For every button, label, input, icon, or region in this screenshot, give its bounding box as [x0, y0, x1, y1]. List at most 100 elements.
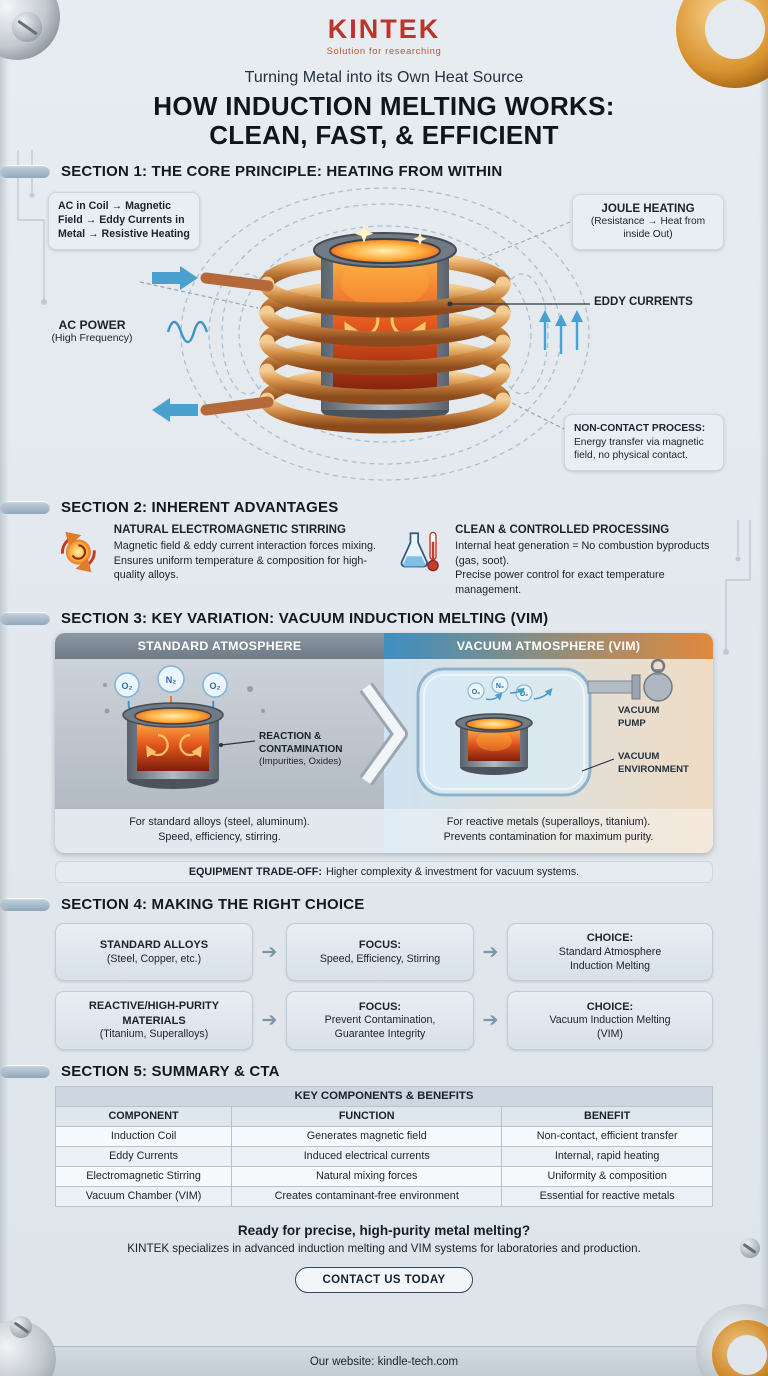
ac-power-sub: (High Frequency): [51, 332, 133, 345]
table-cell: Electromagnetic Stirring: [54, 1165, 233, 1187]
vacuum-pump-label: VACUUM PUMP: [618, 705, 660, 729]
material-sub: (Steel, Copper, etc.): [106, 952, 202, 965]
joule-heating-callout: JOULE HEATING (Resistance → Heat from in…: [572, 194, 724, 250]
table-cell: Induced electrical currents: [231, 1145, 503, 1167]
focus-label: FOCUS:: [358, 939, 402, 952]
choice-body: Standard Atmosphere Induction Melting: [558, 945, 662, 972]
focus-box: FOCUS: Speed, Efficiency, Stirring: [286, 923, 474, 982]
choice-body: Vacuum Induction Melting (VIM): [549, 1013, 671, 1040]
vacuum-pump: [643, 672, 673, 703]
joule-title: JOULE HEATING: [601, 202, 695, 216]
gas-label: O₂: [122, 681, 133, 691]
advantage-body: Magnetic field & eddy current interactio…: [113, 540, 377, 582]
page-title: HOW INDUCTION MELTING WORKS: CLEAN, FAST…: [0, 91, 768, 150]
material-box: STANDARD ALLOYS (Steel, Copper, etc.): [55, 923, 253, 982]
stirring-swirl-icon: [61, 532, 96, 573]
section3-header: SECTION 3: KEY VARIATION: VACUUM INDUCTI…: [0, 610, 718, 627]
process-flow-callout: AC in Coil → Magnetic Field → Eddy Curre…: [48, 192, 200, 251]
decision-row-reactive: REACTIVE/HIGH-PURITY MATERIALS (Titanium…: [55, 991, 713, 1050]
footer-bar: Our website: kindle-tech.com: [0, 1346, 768, 1376]
contamination-sub: (Impurities, Oxides): [259, 756, 342, 768]
advantage-item-stirring: NATURAL ELECTROMAGNETIC STIRRING Magneti…: [55, 524, 380, 597]
choice-box: CHOICE: Standard Atmosphere Induction Me…: [507, 923, 713, 982]
table-row: Vacuum Chamber (VIM) Creates contaminant…: [54, 1185, 713, 1207]
header-subtitle: Turning Metal into its Own Heat Source: [244, 69, 524, 86]
standard-crucible-illustration: O₂ N₂ O₂: [103, 665, 265, 790]
kintek-logo: KINTEK: [327, 14, 441, 44]
eddy-currents-label: EDDY CURRENTS: [594, 296, 693, 309]
standard-caption: For standard alloys (steel, aluminum). S…: [55, 809, 384, 854]
vacuum-atmosphere-panel: VACUUM ATMOSPHERE (VIM): [384, 633, 713, 854]
contact-us-button[interactable]: CONTACT US TODAY: [295, 1266, 473, 1293]
section-1: SECTION 1: THE CORE PRINCIPLE: HEATING F…: [0, 163, 768, 486]
non-contact-title: NON-CONTACT PROCESS:: [574, 423, 706, 435]
section-5: SECTION 5: SUMMARY & CTA KEY COMPONENTS …: [0, 1063, 768, 1293]
ac-power-title: AC POWER: [58, 318, 126, 333]
vacuum-panel-header: VACUUM ATMOSPHERE (VIM): [384, 633, 713, 660]
section-accent-pill: [0, 165, 50, 179]
induction-coil-illustration: [139, 187, 590, 481]
flow-arrow-icon: [253, 923, 286, 981]
sparkle: [413, 232, 427, 246]
flow-arrow-icon: [253, 991, 286, 1049]
table-cell: Non-contact, efficient transfer: [501, 1125, 713, 1147]
table-title: KEY COMPONENTS & BENEFITS: [55, 1085, 713, 1107]
material-sub: (Titanium, Superalloys): [99, 1027, 209, 1040]
table-cell: Uniformity & composition: [501, 1165, 713, 1187]
choice-label: CHOICE:: [586, 932, 634, 945]
material-title: STANDARD ALLOYS: [99, 939, 209, 952]
screw-icon: [10, 1316, 32, 1338]
tradeoff-body: Higher complexity & investment for vacuu…: [325, 866, 580, 879]
small-crucible: [122, 702, 224, 790]
flask-thermometer-icon: [400, 531, 439, 572]
gas-label: O₂: [210, 681, 221, 691]
standard-panel-body: O₂ N₂ O₂: [55, 659, 384, 810]
section4-heading: SECTION 4: MAKING THE RIGHT CHOICE: [61, 896, 365, 914]
components-benefits-table: KEY COMPONENTS & BENEFITS COMPONENT FUNC…: [54, 1085, 713, 1207]
section2-header: SECTION 2: INHERENT ADVANTAGES: [0, 499, 718, 516]
coil-leads: [200, 272, 274, 416]
table-cell: Vacuum Chamber (VIM): [54, 1185, 233, 1207]
induction-melting-diagram: AC in Coil → Magnetic Field → Eddy Curre…: [0, 186, 768, 486]
atmosphere-comparison: STANDARD ATMOSPHERE O₂ N₂ O₂: [55, 633, 713, 854]
advantage-item-clean: CLEAN & CONTROLLED PROCESSING Internal h…: [396, 524, 721, 597]
small-crucible: [455, 713, 533, 776]
table-cell: Generates magnetic field: [231, 1125, 503, 1147]
standard-atmosphere-panel: STANDARD ATMOSPHERE O₂ N₂ O₂: [55, 633, 384, 854]
advantage-title: CLEAN & CONTROLLED PROCESSING: [455, 524, 670, 537]
brand-tagline: Solution for researching: [326, 46, 442, 57]
website-link[interactable]: Our website: kindle-tech.com: [309, 1356, 459, 1368]
pump-wheel: [650, 659, 666, 674]
vacuum-panel-body: O₂ N₂ O₂ VACUUM PUMP VACUUM ENVIRONMENT: [384, 659, 713, 810]
non-contact-callout: NON-CONTACT PROCESS: Energy transfer via…: [564, 414, 724, 471]
vacuum-environment-label: VACUUM ENVIRONMENT: [618, 751, 689, 775]
current-in-arrow: [152, 266, 198, 291]
cta-title: Ready for precise, high-purity metal mel…: [237, 1222, 531, 1238]
focus-body: Speed, Efficiency, Stirring: [319, 952, 441, 965]
table-cell: Natural mixing forces: [231, 1165, 503, 1187]
decision-row-standard: STANDARD ALLOYS (Steel, Copper, etc.) FO…: [55, 923, 713, 982]
non-contact-body: Energy transfer via magnetic field, no p…: [574, 436, 704, 462]
page-title-line1: HOW INDUCTION MELTING WORKS:: [153, 91, 615, 121]
flow-arrow-icon: [474, 991, 507, 1049]
current-out-arrow: [152, 398, 198, 423]
equipment-tradeoff-bar: EQUIPMENT TRADE-OFF:Higher complexity & …: [55, 861, 713, 884]
gas-bubbles: O₂ N₂ O₂: [114, 665, 228, 699]
section-accent-pill: [0, 898, 50, 912]
field-direction-arrows: [539, 310, 583, 355]
choice-box: CHOICE: Vacuum Induction Melting (VIM): [507, 991, 713, 1050]
choice-label: CHOICE:: [586, 1000, 634, 1013]
vacuum-caption: For reactive metals (superalloys, titani…: [384, 809, 713, 854]
contamination-label: REACTION & CONTAMINATION (Impurities, Ox…: [259, 731, 381, 767]
section5-header: SECTION 5: SUMMARY & CTA: [0, 1063, 718, 1080]
sparkle: [354, 224, 374, 244]
table-col-benefit: BENEFIT: [501, 1105, 713, 1127]
table-col-component: COMPONENT: [54, 1105, 233, 1127]
section-accent-pill: [0, 501, 50, 515]
material-title: REACTIVE/HIGH-PURITY MATERIALS: [88, 1000, 220, 1027]
table-row: Electromagnetic Stirring Natural mixing …: [54, 1165, 713, 1187]
table-row: Induction Coil Generates magnetic field …: [54, 1125, 713, 1147]
vacuum-chamber-illustration: O₂ N₂ O₂: [416, 659, 673, 797]
gas-extraction-arrows: [485, 688, 553, 701]
